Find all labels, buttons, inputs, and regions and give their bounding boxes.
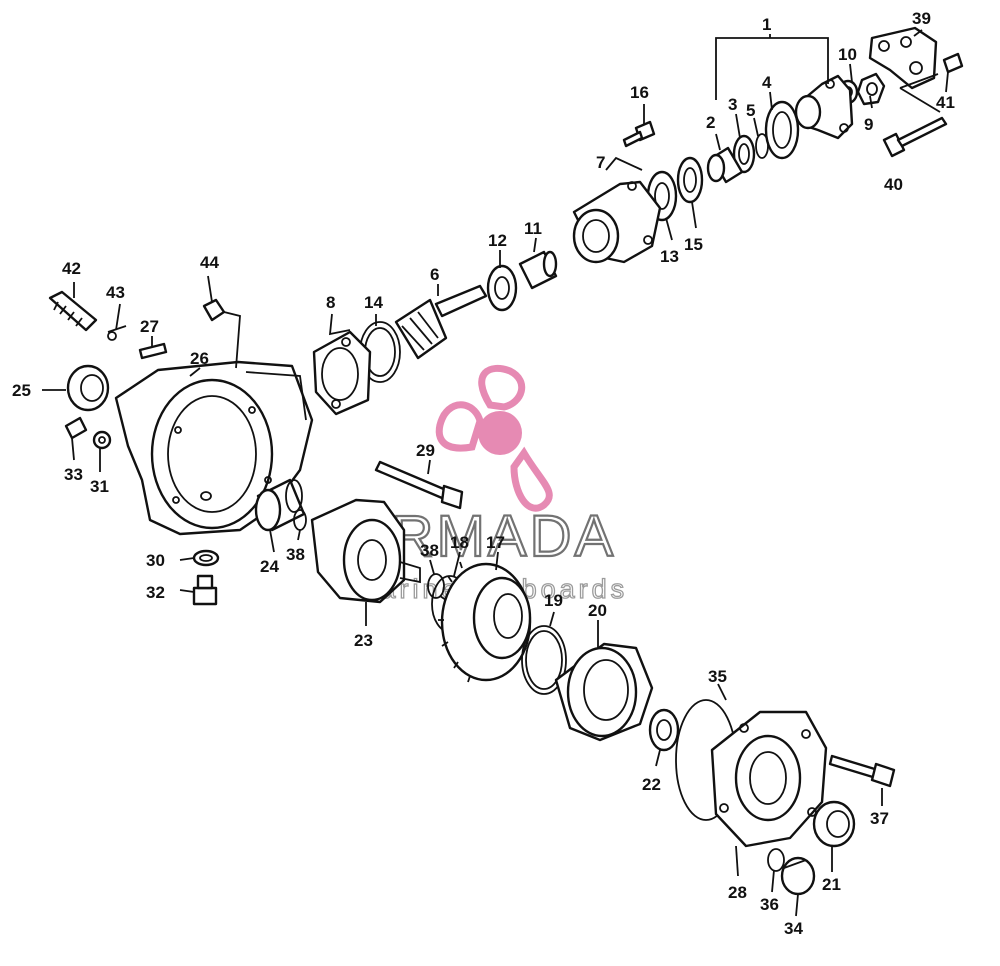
- part-24-bearing: [254, 478, 306, 532]
- part-17-ring-gear: [438, 561, 532, 683]
- callout-2: 2: [706, 113, 715, 132]
- callout-32: 32: [146, 583, 165, 602]
- part-25-seal: [66, 364, 110, 412]
- callout-38: 38: [286, 545, 305, 564]
- callout-24: 24: [260, 557, 279, 576]
- callout-10: 10: [838, 45, 857, 64]
- parts-artwork: [48, 26, 964, 896]
- callout-40: 40: [884, 175, 903, 194]
- callout-30: 30: [146, 551, 165, 570]
- part-15-bearing: [676, 156, 704, 204]
- callout-1: 1: [762, 15, 771, 34]
- part-39-bracket: [868, 26, 938, 90]
- callout-14: 14: [364, 293, 383, 312]
- part-32-plug: [192, 574, 218, 606]
- callout-37: 37: [870, 809, 889, 828]
- callout-44: 44: [200, 253, 219, 272]
- callout-33: 33: [64, 465, 83, 484]
- callout-5: 5: [746, 101, 755, 120]
- part-28-carrier: [710, 710, 828, 848]
- part-21-seal: [812, 800, 856, 848]
- part-8-gasket: [312, 330, 372, 416]
- callout-8: 8: [326, 293, 335, 312]
- part-3-race: [732, 134, 756, 174]
- callout-18: 18: [450, 533, 469, 552]
- part-12-bearing: [486, 264, 518, 312]
- callout-28: 28: [728, 883, 747, 902]
- callout-22: 22: [642, 775, 661, 794]
- leader-lines: [42, 29, 949, 917]
- callout-20: 20: [588, 601, 607, 620]
- propeller-logo-icon: [435, 364, 553, 512]
- callout-6: 6: [430, 265, 439, 284]
- callout-11: 11: [524, 219, 542, 238]
- callout-36: 36: [760, 895, 779, 914]
- part-44-fitting: [202, 298, 226, 322]
- part-30-washer: [192, 549, 220, 567]
- part-1-flange-housing: [794, 74, 854, 140]
- callout-9: 9: [864, 115, 873, 134]
- callout-4: 4: [762, 73, 772, 92]
- part-26-gear-case: [114, 360, 314, 536]
- part-42-stud: [48, 290, 98, 332]
- callout-39: 39: [912, 9, 931, 28]
- callout-21: 21: [822, 875, 841, 894]
- part-16-bolt: [622, 120, 656, 148]
- callout-3: 3: [728, 95, 737, 114]
- part-41-bolt: [942, 52, 964, 74]
- part-33-plug: [64, 416, 88, 440]
- part-23-drive-gear: [310, 498, 421, 604]
- callout-25: 25: [12, 381, 31, 400]
- callout-13: 13: [660, 247, 679, 266]
- callout-12: 12: [488, 231, 507, 250]
- callout-38-right: 38: [420, 541, 439, 560]
- part-38-shim-right: [427, 573, 445, 599]
- part-5-snap-ring: [755, 133, 769, 159]
- callout-15: 15: [684, 235, 703, 254]
- callout-19: 19: [544, 591, 563, 610]
- part-20-bearing: [554, 642, 654, 742]
- part-40-bolt: [882, 116, 948, 158]
- callout-23: 23: [354, 631, 373, 650]
- callout-41: 41: [936, 93, 955, 112]
- part-19-snap-ring: [521, 625, 567, 695]
- callout-16: 16: [630, 83, 649, 102]
- part-6-pinion-shaft: [394, 284, 488, 360]
- part-4-seal-ring: [764, 100, 800, 160]
- callout-31: 31: [90, 477, 109, 496]
- part-31-washer: [92, 430, 112, 450]
- part-36-washer: [767, 848, 785, 872]
- part-27-dowel: [138, 342, 168, 360]
- callout-7: 7: [596, 153, 605, 172]
- part-7-bearing-housing: [572, 180, 662, 264]
- part-22-bearing: [648, 708, 680, 752]
- callout-35: 35: [708, 667, 727, 686]
- callout-43: 43: [106, 283, 125, 302]
- callout-26: 26: [190, 349, 209, 368]
- part-29-bolt: [374, 460, 464, 510]
- part-37-bolt: [828, 754, 896, 788]
- callout-27: 27: [140, 317, 159, 336]
- callout-17: 17: [486, 533, 505, 552]
- callout-34: 34: [784, 919, 803, 938]
- part-11-sleeve: [518, 250, 558, 290]
- part-2-bearing: [706, 146, 744, 184]
- callout-42: 42: [62, 259, 81, 278]
- part-9-nut: [856, 72, 886, 106]
- callout-labels: 1 2 3 4 5 6 7 8 9 10 11 12 13 14 15 16 1…: [12, 9, 955, 938]
- callout-29: 29: [416, 441, 435, 460]
- part-34-cap: [780, 856, 816, 896]
